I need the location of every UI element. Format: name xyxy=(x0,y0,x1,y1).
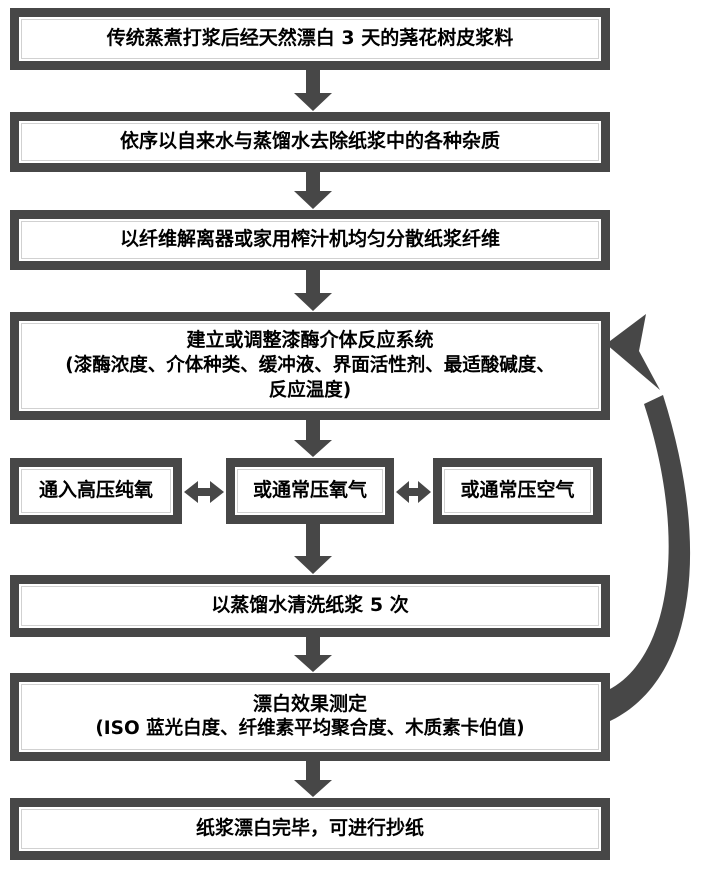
step-label-title: 建立或调整漆酶介体反应系统 xyxy=(186,329,434,352)
step-box-bleach-done: 纸浆漂白完毕，可进行抄纸 xyxy=(10,798,610,860)
option-label: 或通常压氧气 xyxy=(252,479,367,502)
step-label-detail-cont: 反应温度) xyxy=(268,379,352,401)
step-label: 纸浆漂白完毕，可进行抄纸 xyxy=(195,817,424,840)
option-box-oxygen-high-pressure: 通入高压纯氧 xyxy=(10,458,182,524)
step-label: 以蒸馏水清洗纸浆 5 次 xyxy=(211,594,409,617)
step-box-disperse-fibers: 以纤维解离器或家用榨汁机均匀分散纸浆纤维 xyxy=(10,210,610,270)
step-box-laccase-system: 建立或调整漆酶介体反应系统 (漆酶浓度、介体种类、缓冲液、界面活性剂、最适酸碱度… xyxy=(10,312,610,420)
step-label-title: 漂白效果测定 xyxy=(252,692,367,715)
down-arrow-6-icon xyxy=(294,637,332,672)
down-arrow-1-icon xyxy=(294,70,332,111)
step-box-pulp-source: 传统蒸煮打浆后经天然漂白 3 天的荛花树皮浆料 xyxy=(10,8,610,70)
down-arrow-3-icon xyxy=(294,270,332,311)
double-arrow-left-icon xyxy=(184,481,224,503)
step-box-wash-pulp: 以蒸馏水清洗纸浆 5 次 xyxy=(10,575,610,637)
step-label: 以纤维解离器或家用榨汁机均匀分散纸浆纤维 xyxy=(119,228,500,251)
down-arrow-7-icon xyxy=(294,761,332,797)
down-arrow-2-icon xyxy=(294,172,332,209)
step-box-wash-impurities: 依序以自来水与蒸馏水去除纸浆中的各种杂质 xyxy=(10,112,610,172)
feedback-arrow-head-icon xyxy=(606,314,660,390)
down-arrow-4-icon xyxy=(294,420,332,457)
step-label-detail: (ISO 蓝光白度、纤维素平均聚合度、木质素卡伯值) xyxy=(95,718,525,740)
step-label: 依序以自来水与蒸馏水去除纸浆中的各种杂质 xyxy=(119,130,500,153)
double-arrow-right-icon xyxy=(396,481,431,503)
feedback-arrow-body xyxy=(608,395,691,722)
option-box-oxygen-normal-pressure: 或通常压氧气 xyxy=(226,458,394,524)
option-label: 或通常压空气 xyxy=(460,479,575,502)
step-label: 传统蒸煮打浆后经天然漂白 3 天的荛花树皮浆料 xyxy=(106,27,514,50)
step-box-bleach-measurement: 漂白效果测定 (ISO 蓝光白度、纤维素平均聚合度、木质素卡伯值) xyxy=(10,673,610,761)
down-arrow-5-icon xyxy=(294,524,332,574)
option-label: 通入高压纯氧 xyxy=(38,479,153,502)
option-box-air-normal-pressure: 或通常压空气 xyxy=(433,458,602,524)
step-label-detail: (漆酶浓度、介体种类、缓冲液、界面活性剂、最适酸碱度、 xyxy=(65,354,555,376)
